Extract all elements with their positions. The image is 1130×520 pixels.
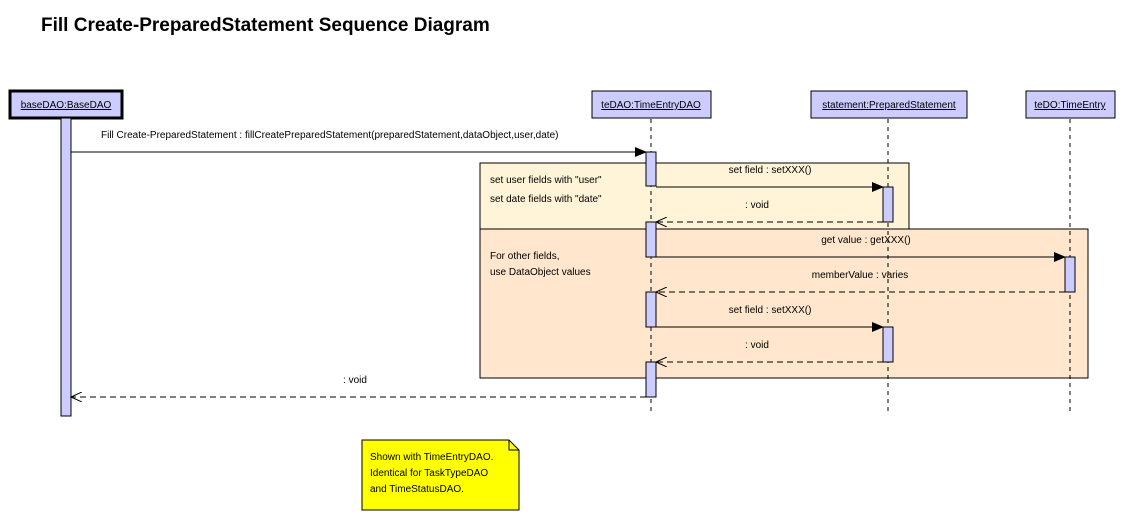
- fragment-other-fields-label-1: For other fields,: [490, 251, 559, 262]
- activation-base: [60, 117, 72, 417]
- fragment-other-fields: [479, 228, 1089, 379]
- activation-tedao-2: [645, 221, 657, 258]
- object-base-dao-label: baseDAO:BaseDAO: [21, 100, 112, 111]
- message-member-value-label: memberValue : varies: [812, 270, 909, 281]
- fragment-user-fields-label-1: set user fields with "user": [490, 175, 602, 186]
- note: Shown with TimeEntryDAO. Identical for T…: [361, 439, 520, 511]
- activation-statement-1: [882, 186, 894, 223]
- object-tedao-label: teDAO:TimeEntryDAO: [601, 100, 701, 111]
- message-void-2-label: : void: [745, 340, 769, 351]
- activation-tedao-4: [645, 361, 657, 398]
- message-get-value-label: get value : getXXX(): [821, 235, 911, 246]
- object-base-dao[interactable]: baseDAO:BaseDAO: [8, 89, 124, 120]
- message-void-final-label: : void: [343, 375, 367, 386]
- activation-tedo: [1064, 256, 1076, 293]
- activation-tedao-1: [645, 151, 657, 187]
- message-set-field-1-label: set field : setXXX(): [729, 165, 812, 176]
- message-fill-call-label: Fill Create-PreparedStatement : fillCrea…: [101, 130, 558, 141]
- fragment-user-fields: [479, 162, 910, 230]
- object-tedo-label: teDO:TimeEntry: [1034, 100, 1105, 111]
- object-tedao[interactable]: teDAO:TimeEntryDAO: [591, 90, 712, 119]
- fragment-other-fields-label-2: use DataObject values: [490, 267, 591, 278]
- object-statement[interactable]: statement:PreparedStatement: [810, 90, 968, 119]
- activation-tedao-3: [645, 291, 657, 328]
- activation-statement-2: [882, 326, 894, 363]
- note-line-3: and TimeStatusDAO.: [370, 484, 464, 495]
- fragment-user-fields-label-2: set date fields with "date": [490, 194, 602, 205]
- note-line-2: Identical for TaskTypeDAO: [370, 468, 488, 479]
- diagram-title: Fill Create-PreparedStatement Sequence D…: [41, 15, 490, 36]
- note-line-1: Shown with TimeEntryDAO.: [370, 452, 493, 463]
- object-tedo[interactable]: teDO:TimeEntry: [1025, 90, 1116, 119]
- message-void-1-label: : void: [745, 200, 769, 211]
- object-statement-label: statement:PreparedStatement: [822, 100, 956, 111]
- message-set-field-2-label: set field : setXXX(): [729, 305, 812, 316]
